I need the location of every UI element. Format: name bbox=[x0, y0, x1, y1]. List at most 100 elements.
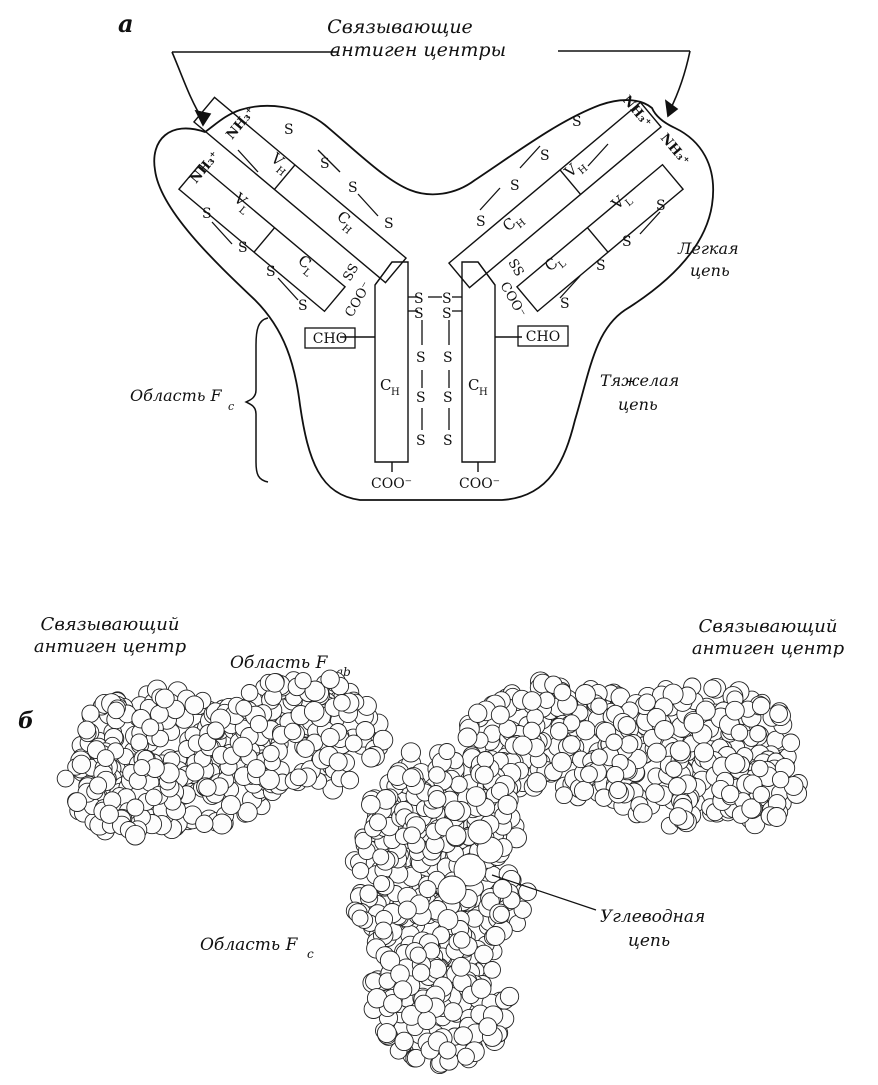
atom-sphere bbox=[107, 701, 125, 720]
atom-sphere bbox=[617, 716, 637, 735]
atom-sphere bbox=[340, 770, 360, 790]
s-label: S bbox=[414, 306, 424, 322]
atom-sphere bbox=[414, 994, 433, 1014]
s-label: S bbox=[443, 350, 453, 366]
binding-sites-title-line2: антиген центры bbox=[330, 39, 506, 61]
atom-sphere bbox=[333, 694, 351, 712]
atom-sphere bbox=[355, 721, 376, 741]
atom-sphere bbox=[154, 688, 175, 709]
atom-sphere bbox=[206, 721, 225, 740]
carb-chain-label-1: Углеводная bbox=[600, 907, 705, 927]
atom-sphere bbox=[402, 768, 421, 787]
atom-sphere bbox=[77, 720, 97, 740]
nh3-label: NH₃⁺ bbox=[657, 131, 692, 169]
carbohydrate-pointer bbox=[491, 874, 597, 911]
s-label: S bbox=[266, 264, 276, 280]
light-chain-label-1: Легкая bbox=[677, 239, 739, 258]
atom-sphere bbox=[428, 766, 446, 784]
atom-sphere bbox=[573, 780, 595, 801]
atom-sphere bbox=[683, 712, 705, 734]
atom-sphere bbox=[428, 790, 447, 809]
atom-sphere bbox=[526, 772, 547, 793]
atom-sphere bbox=[372, 848, 390, 866]
s-label: S bbox=[298, 298, 308, 314]
s-label: S bbox=[443, 390, 453, 406]
atom-sphere bbox=[379, 950, 401, 971]
atom-sphere bbox=[56, 769, 75, 788]
atom-sphere bbox=[125, 824, 146, 846]
atom-sphere bbox=[262, 744, 280, 763]
atom-sphere bbox=[590, 697, 608, 715]
atom-sphere bbox=[211, 813, 233, 835]
atom-sphere bbox=[499, 986, 520, 1007]
atom-sphere bbox=[443, 1002, 463, 1022]
atom-sphere bbox=[752, 785, 770, 804]
atom-sphere bbox=[411, 963, 431, 982]
heavy-chain-label-2: цепь bbox=[618, 395, 658, 414]
s-label: S bbox=[572, 114, 582, 130]
ss-label: SS bbox=[340, 261, 362, 284]
atom-sphere bbox=[512, 735, 533, 756]
atom-sphere bbox=[492, 879, 513, 899]
atom-sphere bbox=[574, 684, 596, 705]
atom-sphere bbox=[606, 765, 625, 785]
atom-sphere bbox=[490, 705, 510, 725]
atom-sphere bbox=[646, 742, 667, 763]
disulfide-bonds bbox=[211, 143, 661, 430]
atom-sphere bbox=[555, 786, 573, 805]
s-label: S bbox=[442, 291, 452, 307]
atom-sphere bbox=[438, 1041, 457, 1060]
atom-sphere bbox=[67, 792, 88, 812]
atom-sphere bbox=[730, 723, 749, 742]
atom-sphere bbox=[695, 700, 716, 721]
atom-sphere bbox=[351, 909, 369, 927]
atom-sphere bbox=[492, 905, 510, 923]
atom-sphere bbox=[369, 813, 387, 832]
binding-site-arrows bbox=[171, 50, 691, 127]
atom-sphere bbox=[351, 862, 370, 880]
light-chain-label-2: цепь bbox=[690, 261, 730, 280]
fc-sub-a: c bbox=[228, 400, 234, 413]
fc-sub-b: c bbox=[307, 947, 314, 961]
atom-sphere bbox=[633, 803, 653, 823]
sulfur-labels: S S S S S S S S S S S S S S S S S S S S … bbox=[202, 114, 666, 449]
atom-sphere bbox=[320, 669, 340, 689]
atom-sphere bbox=[450, 775, 468, 794]
atom-sphere bbox=[126, 798, 145, 817]
atom-sphere bbox=[668, 807, 688, 826]
atom-sphere bbox=[372, 729, 394, 751]
atom-sphere bbox=[605, 733, 623, 751]
binding-sites-title-line1: Связывающие bbox=[327, 16, 473, 38]
atom-sphere bbox=[296, 739, 315, 758]
atom-sphere bbox=[89, 776, 108, 795]
cho-label-left: CHO bbox=[313, 331, 347, 347]
atom-sphere bbox=[638, 693, 656, 712]
s-label: S bbox=[510, 178, 520, 194]
s-label: S bbox=[622, 234, 632, 250]
atom-sphere bbox=[373, 875, 391, 893]
atom-sphere bbox=[452, 931, 471, 949]
cho-box-left bbox=[304, 327, 356, 349]
atom-sphere bbox=[304, 680, 326, 702]
panel-b-letter: б bbox=[18, 708, 34, 734]
atom-sphere bbox=[374, 921, 393, 940]
binding-site-left-line1: Связывающий bbox=[41, 614, 180, 635]
coo-label: COO⁻ bbox=[342, 279, 374, 320]
carb-chain-label-2: цепь bbox=[628, 931, 670, 951]
atom-sphere bbox=[283, 722, 302, 741]
atom-sphere bbox=[562, 735, 581, 754]
carbohydrate-sphere bbox=[437, 875, 467, 905]
atom-sphere bbox=[303, 701, 325, 722]
panel-a: а Связывающие антиген центры bbox=[118, 9, 739, 501]
atom-sphere bbox=[289, 768, 308, 787]
s-label: S bbox=[442, 306, 452, 322]
atom-sphere bbox=[265, 673, 285, 693]
atom-sphere bbox=[665, 760, 683, 778]
atom-sphere bbox=[522, 721, 541, 740]
ch-sub: H bbox=[391, 387, 400, 398]
hinge-labels: SS COO⁻ SS COO⁻ bbox=[340, 257, 528, 321]
s-label: S bbox=[414, 291, 424, 307]
atom-sphere bbox=[184, 695, 205, 715]
atom-sphere bbox=[474, 944, 494, 965]
